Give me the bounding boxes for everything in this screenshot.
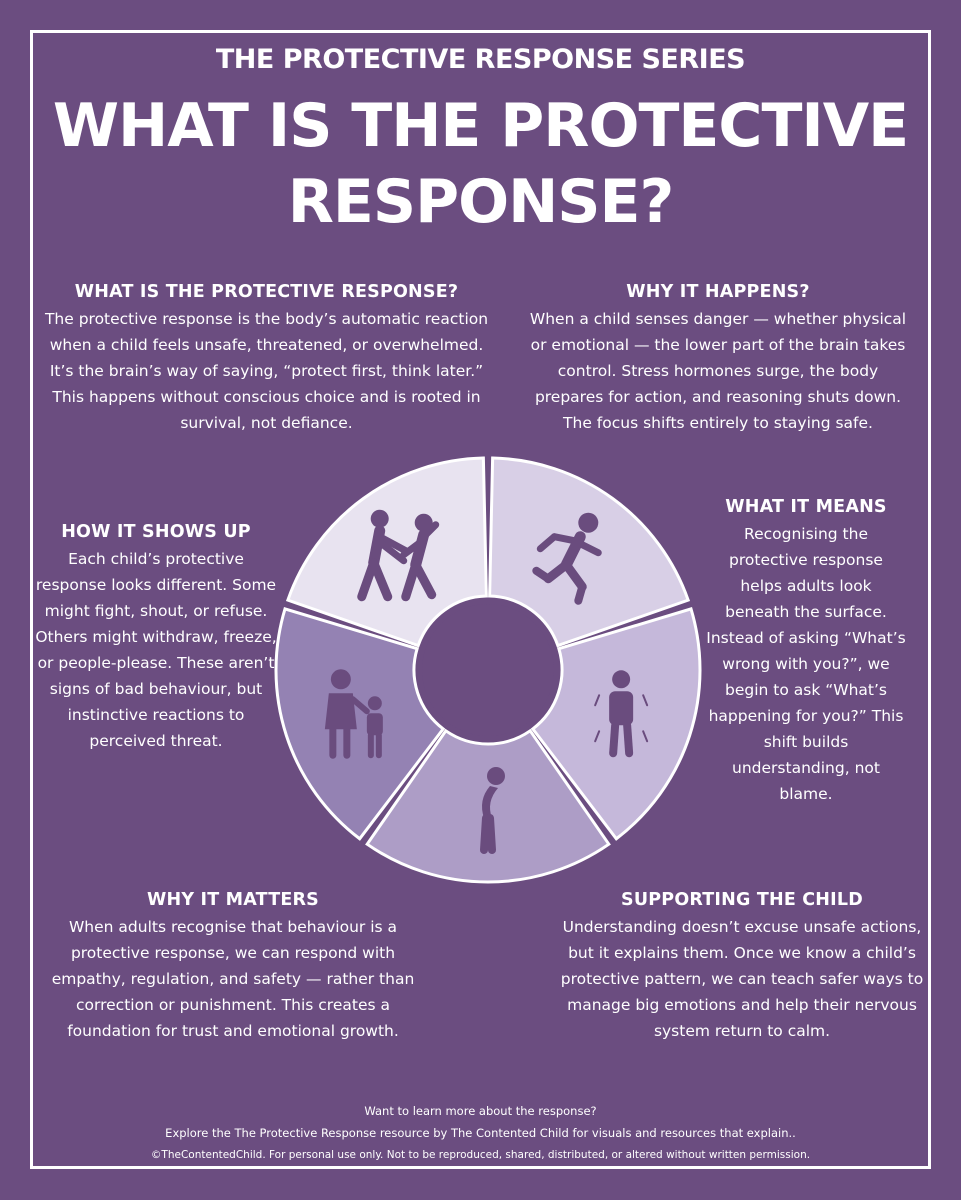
section-what-means-body: Recognising the protective response help… bbox=[706, 525, 906, 803]
series-title: THE PROTECTIVE RESPONSE SERIES bbox=[215, 44, 746, 75]
section-why-happens-body: When a child senses danger — whether phy… bbox=[529, 310, 907, 432]
page-title: WHAT IS THE PROTECTIVE RESPONSE? bbox=[0, 88, 961, 240]
section-what-means: WHAT IT MEANS Recognising the protective… bbox=[706, 497, 906, 807]
page-title-line2: RESPONSE? bbox=[287, 167, 675, 237]
page-title-line1: WHAT IS THE PROTECTIVE bbox=[52, 91, 909, 161]
section-supporting-title: SUPPORTING THE CHILD bbox=[621, 890, 863, 910]
section-what-is-title: WHAT IS THE PROTECTIVE RESPONSE? bbox=[74, 282, 459, 302]
fight-icon bbox=[357, 509, 440, 602]
wheel-center bbox=[422, 604, 554, 736]
footer-prompt: Want to learn more about the response? bbox=[364, 1104, 597, 1118]
section-supporting-body: Understanding doesn’t excuse unsafe acti… bbox=[560, 918, 924, 1040]
flight-icon bbox=[532, 512, 602, 605]
section-why-happens: WHY IT HAPPENS? When a child senses dang… bbox=[524, 282, 912, 436]
section-why-matters-body: When adults recognise that behaviour is … bbox=[51, 918, 415, 1040]
section-why-happens-title: WHY IT HAPPENS? bbox=[626, 282, 810, 302]
section-how-shows-title: HOW IT SHOWS UP bbox=[61, 522, 251, 542]
section-how-shows-body: Each child’s protective response looks d… bbox=[35, 550, 277, 750]
section-supporting: SUPPORTING THE CHILD Understanding doesn… bbox=[555, 890, 929, 1044]
section-what-is: WHAT IS THE PROTECTIVE RESPONSE? The pro… bbox=[40, 282, 493, 436]
page-border bbox=[30, 30, 931, 1169]
wheel-segment bbox=[274, 607, 446, 841]
footer-copyright: ©TheContentedChild. For personal use onl… bbox=[150, 1149, 811, 1161]
section-why-matters: WHY IT MATTERS When adults recognise tha… bbox=[38, 890, 428, 1044]
footer: Want to learn more about the response? E… bbox=[40, 1100, 921, 1166]
section-why-matters-title: WHY IT MATTERS bbox=[147, 890, 319, 910]
freeze-icon bbox=[594, 670, 649, 758]
section-what-means-title: WHAT IT MEANS bbox=[725, 497, 887, 517]
footer-resource: Explore the The Protective Response reso… bbox=[165, 1126, 796, 1140]
section-how-shows: HOW IT SHOWS UP Each child’s protective … bbox=[32, 522, 280, 754]
flop-icon bbox=[480, 767, 505, 854]
section-what-is-body: The protective response is the body’s au… bbox=[44, 310, 489, 432]
fawn-icon bbox=[324, 669, 383, 759]
